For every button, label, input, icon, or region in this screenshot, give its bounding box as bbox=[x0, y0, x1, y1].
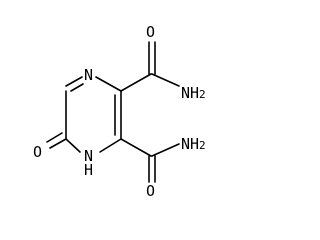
atom-amide-top-o: O bbox=[146, 23, 155, 41]
bond-n1-c2 bbox=[95, 76, 122, 92]
atom-amide-bottom-n: NH bbox=[181, 135, 199, 153]
atom-amide-top-n: NH bbox=[181, 84, 199, 102]
atom-n4: N bbox=[84, 147, 93, 165]
bond-c6-n1 bbox=[65, 76, 83, 87]
bond-c2-amide-top bbox=[120, 73, 152, 92]
bond-amide-top-cn bbox=[151, 73, 180, 87]
bond-amide-bottom-cn bbox=[151, 143, 180, 157]
molecule-canvas: N N H O O NH 2 O NH 2 bbox=[33, 23, 206, 200]
atom-amide-top-sub: 2 bbox=[199, 88, 206, 101]
bond-c6-n1-double bbox=[70, 83, 84, 92]
structure-diagram: N N H O O NH 2 O NH 2 bbox=[33, 23, 206, 200]
bond-c3-amide-bottom bbox=[120, 138, 152, 157]
atom-ketone-o: O bbox=[33, 143, 42, 161]
atom-amide-bottom-sub: 2 bbox=[199, 139, 206, 152]
bond-c5-o bbox=[49, 138, 67, 149]
bond-c3-n4 bbox=[99, 138, 122, 153]
atom-n1: N bbox=[84, 66, 93, 84]
bond-n4-c5 bbox=[65, 138, 81, 153]
atom-amide-bottom-o: O bbox=[146, 182, 155, 200]
bond-c5-o-double bbox=[46, 132, 63, 143]
atom-h-on-n4: H bbox=[84, 161, 93, 179]
